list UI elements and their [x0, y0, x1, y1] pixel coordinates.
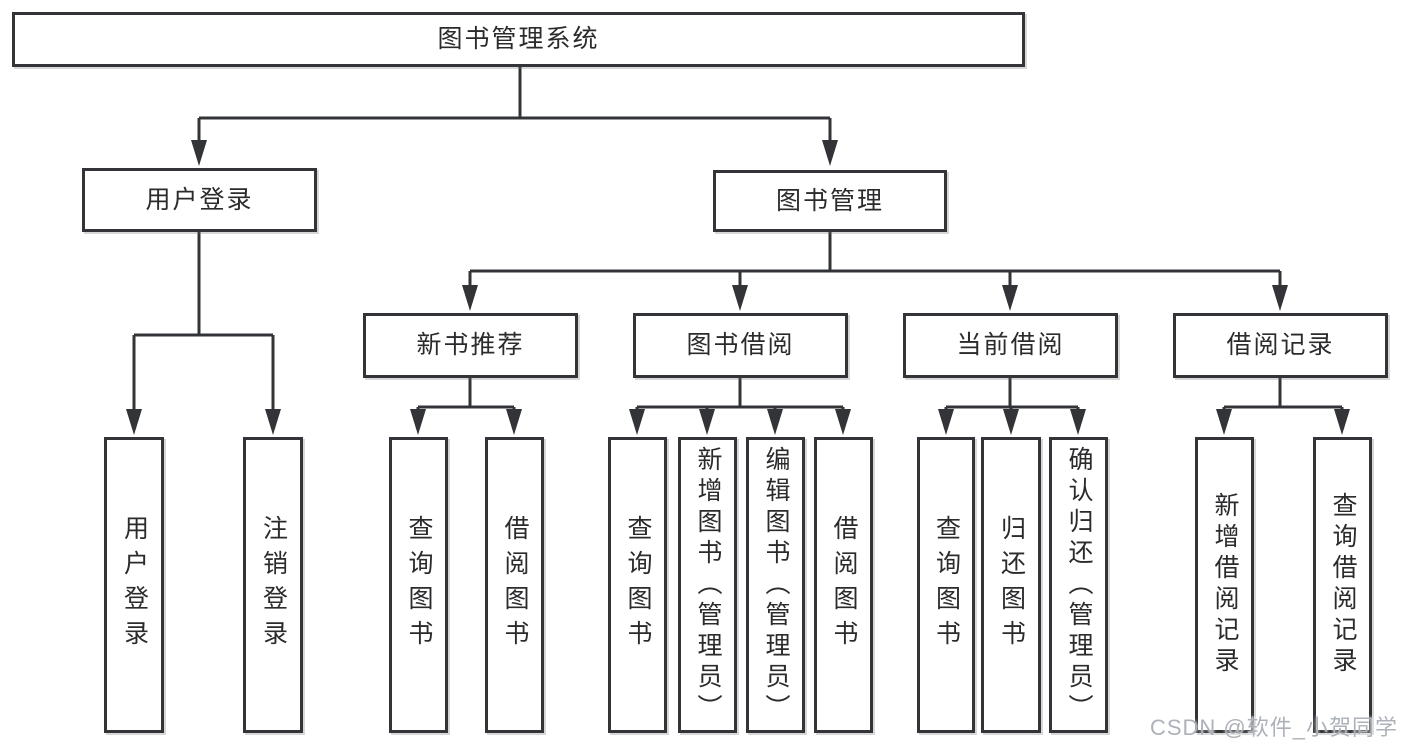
- node-label-confirm-return-admin: 确认归还（管理员）: [1065, 445, 1093, 725]
- node-label-borrow-books-2: 借阅图书: [830, 515, 858, 655]
- node-label-borrowing-records: 借阅记录: [1226, 331, 1335, 359]
- node-label-return-books: 归还图书: [997, 515, 1026, 655]
- node-label-query-books-3: 查询图书: [932, 515, 961, 655]
- node-return-books: 归还图书: [981, 437, 1041, 733]
- node-label-edit-books-admin: 编辑图书（管理员）: [762, 445, 790, 725]
- node-label-new-book-recommend: 新书推荐: [416, 331, 525, 359]
- arrowhead-icon: [191, 140, 207, 166]
- node-borrow-books-2: 借阅图书: [814, 437, 873, 733]
- node-label-user-login: 用户登录: [145, 185, 254, 214]
- node-root-system: 图书管理系统: [12, 12, 1025, 67]
- watermark: CSDN @软件_小贺同学: [1149, 715, 1398, 740]
- node-label-root-system: 图书管理系统: [437, 25, 600, 53]
- node-label-query-borrow-record: 查询借阅记录: [1329, 492, 1357, 678]
- arrowhead-icon: [835, 409, 851, 435]
- branch-line: [132, 232, 275, 413]
- node-query-books-2: 查询图书: [608, 437, 667, 733]
- node-label-logout-leaf: 注销登录: [259, 515, 288, 655]
- node-label-current-borrowing: 当前借阅: [956, 331, 1065, 359]
- arrowhead-icon: [629, 409, 645, 435]
- node-logout-leaf: 注销登录: [243, 437, 303, 733]
- arrowhead-icon: [410, 409, 426, 435]
- arrowhead-icon: [1216, 409, 1232, 435]
- arrowhead-icon: [1002, 285, 1018, 311]
- arrowhead-icon: [822, 140, 838, 166]
- node-label-user-login-leaf: 用户登录: [120, 515, 149, 655]
- node-book-borrowing: 图书借阅: [633, 313, 848, 378]
- arrowhead-icon: [1334, 409, 1350, 435]
- branch-line: [416, 378, 516, 413]
- arrowhead-icon: [767, 409, 783, 435]
- node-label-add-borrow-record: 新增借阅记录: [1211, 492, 1239, 678]
- branch-line: [468, 232, 1282, 289]
- arrowhead-icon: [265, 409, 281, 435]
- node-query-books-1: 查询图书: [389, 437, 448, 733]
- branch-line: [1222, 378, 1344, 413]
- node-confirm-return-admin: 确认归还（管理员）: [1049, 437, 1108, 733]
- node-label-query-books-1: 查询图书: [405, 515, 433, 655]
- arrowhead-icon: [126, 409, 142, 435]
- node-label-book-borrowing: 图书借阅: [686, 331, 795, 359]
- node-borrowing-records: 借阅记录: [1173, 313, 1388, 378]
- node-add-books-admin: 新增图书（管理员）: [678, 437, 737, 733]
- node-user-login-leaf: 用户登录: [104, 437, 164, 733]
- arrowhead-icon: [938, 409, 954, 435]
- node-label-borrow-books-1: 借阅图书: [501, 515, 529, 655]
- node-label-add-books-admin: 新增图书（管理员）: [694, 445, 722, 725]
- arrowhead-icon: [1272, 285, 1288, 311]
- arrowhead-icon: [506, 409, 522, 435]
- arrowhead-icon: [732, 285, 748, 311]
- node-current-borrowing: 当前借阅: [903, 313, 1118, 378]
- arrowhead-icon: [1070, 409, 1086, 435]
- node-borrow-books-1: 借阅图书: [485, 437, 544, 733]
- branch-line: [197, 67, 832, 144]
- node-label-query-books-2: 查询图书: [624, 515, 652, 655]
- node-new-book-recommend: 新书推荐: [363, 313, 578, 378]
- node-edit-books-admin: 编辑图书（管理员）: [746, 437, 805, 733]
- arrowhead-icon: [1003, 409, 1019, 435]
- node-label-book-management: 图书管理: [775, 186, 884, 215]
- arrowhead-icon: [699, 409, 715, 435]
- node-query-borrow-record: 查询借阅记录: [1313, 437, 1372, 733]
- node-book-management: 图书管理: [713, 170, 947, 232]
- node-query-books-3: 查询图书: [917, 437, 975, 733]
- node-add-borrow-record: 新增借阅记录: [1195, 437, 1254, 733]
- node-user-login: 用户登录: [82, 168, 317, 232]
- arrowhead-icon: [462, 285, 478, 311]
